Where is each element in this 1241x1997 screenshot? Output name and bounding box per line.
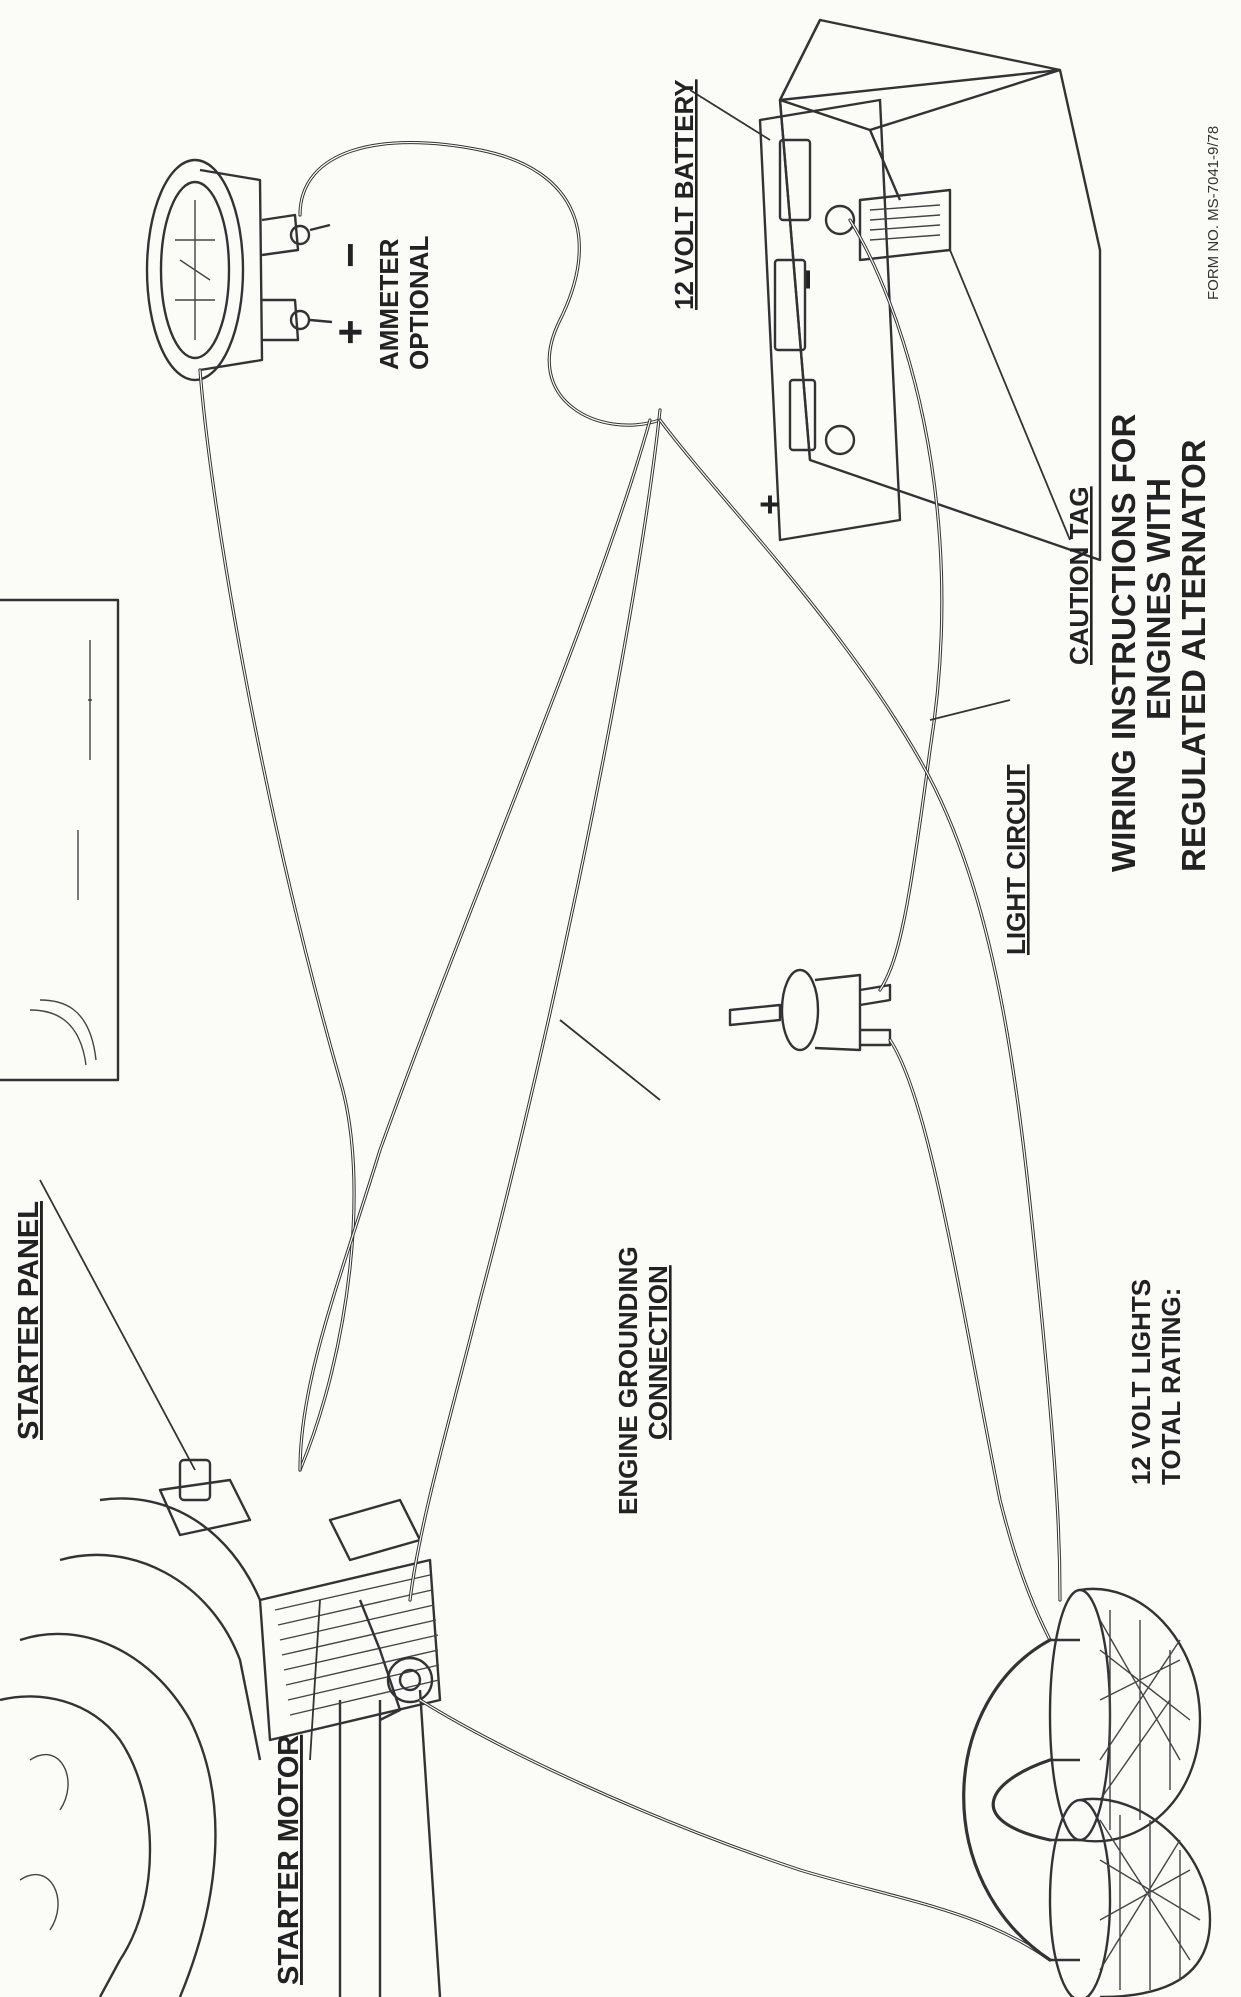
leader-lines [39, 89, 1071, 1761]
label-starter-panel: STARTER PANEL [13, 1201, 45, 1440]
label-lights-1: 12 VOLT LIGHTS [1126, 1279, 1156, 1485]
form-number: FORM NO. MS-7041-9/78 [1205, 126, 1222, 300]
label-battery-minus: − [787, 269, 828, 290]
wire-lamp-jumper [991, 1758, 1052, 1842]
wire-battery-to-switch [848, 218, 944, 992]
label-light-circuit: LIGHT CIRCUIT [1001, 764, 1031, 955]
label-lights-2: TOTAL RATING: [1156, 1288, 1186, 1485]
leader-light-circuit [929, 699, 1011, 721]
label-starter-motor: STARTER MOTOR [273, 1735, 305, 1985]
engine-drawing [0, 1458, 442, 1997]
label-battery: 12 VOLT BATTERY [669, 79, 699, 310]
wire-switch-to-lamp [888, 1038, 1052, 1642]
label-battery-plus: + [749, 494, 790, 515]
leader-starter-panel [39, 1179, 196, 1471]
leader-caution-tag [949, 249, 1071, 541]
label-ammeter-2: OPTIONAL [404, 236, 434, 370]
light-switch [728, 968, 892, 1052]
lamp-lower [1048, 1797, 1212, 1997]
ammeter [145, 158, 333, 382]
wire-battery-to-starter [298, 418, 652, 1472]
label-ammeter-plus: + [326, 319, 375, 345]
title-line-1: WIRING INSTRUCTIONS FOR [1105, 414, 1142, 872]
label-ammeter-1: AMMETER [374, 238, 404, 370]
wire-starter-to-lamp [418, 1698, 1052, 1962]
wire-ammeter-to-battery [298, 140, 662, 427]
title-line-3: REGULATED ALTERNATOR [1175, 439, 1212, 872]
leader-starter-motor [309, 1599, 321, 1761]
wires [198, 140, 1062, 1962]
title-line-2: ENGINES WITH [1140, 478, 1177, 720]
wire-lamp-jumper-2 [962, 1638, 1052, 1962]
label-engine-grounding-2: CONNECTION [643, 1265, 673, 1440]
label-engine-grounding-1: ENGINE GROUNDING [613, 1246, 643, 1515]
label-caution-tag: CAUTION TAG [1064, 486, 1094, 665]
starter-panel-box [0, 598, 120, 1082]
label-ammeter-minus: − [326, 242, 375, 268]
battery [758, 18, 1102, 562]
leader-battery [689, 89, 771, 141]
leader-engine-grounding [559, 1019, 661, 1101]
